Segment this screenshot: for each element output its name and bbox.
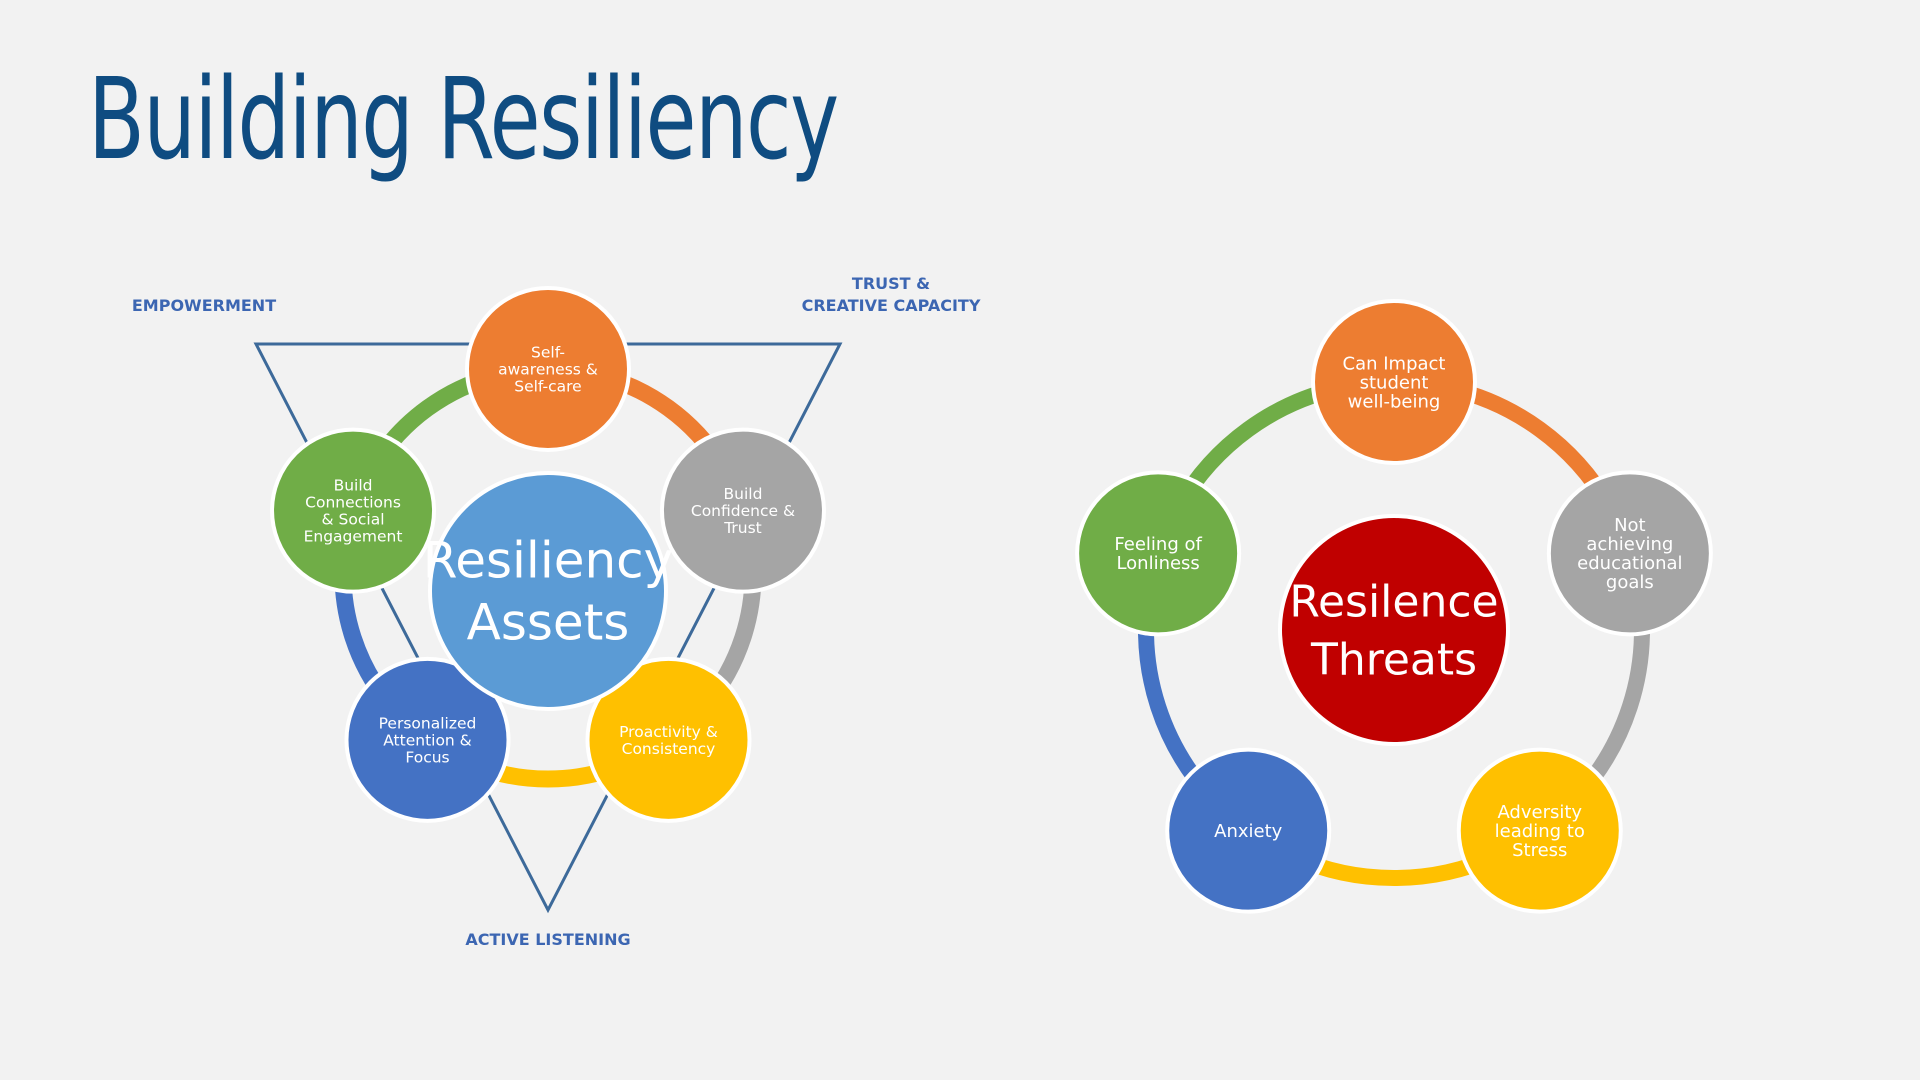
node-anxiety-circle (1165, 747, 1332, 914)
node-self-awareness-self-care-circle (465, 286, 631, 452)
node-build-connections-social-engagement-circle (270, 427, 437, 594)
node-self-awareness-self-care: Self-awareness &Self-care (465, 286, 631, 452)
label-trust-creative-capacity-line: TRUST & (852, 274, 930, 293)
node-feeling-of-lonliness-label-line: Lonliness (1116, 553, 1199, 574)
slide-title: Building Resiliency (88, 55, 839, 185)
node-build-confidence-trust-label-line: Trust (723, 519, 762, 537)
node-proactivity-consistency-circle (585, 656, 752, 823)
node-not-achieving-educational-goals-label-line: Not (1614, 515, 1646, 536)
resiliency-assets-center-label-line: Assets (467, 594, 630, 652)
node-proactivity-consistency: Proactivity &Consistency (585, 656, 752, 823)
node-proactivity-consistency-label-line: Proactivity & (619, 723, 718, 741)
resilence-threats-center-circle (1278, 514, 1510, 746)
resilence-threats-center-label-line: Threats (1310, 634, 1477, 685)
node-adversity-leading-to-stress-circle (1456, 747, 1623, 914)
node-not-achieving-educational-goals-label-line: achieving (1586, 534, 1673, 555)
label-empowerment: EMPOWERMENT (132, 296, 276, 315)
node-personalized-attention-focus-circle (344, 656, 511, 823)
node-adversity-leading-to-stress-label-line: Stress (1512, 840, 1567, 861)
node-self-awareness-self-care-label: Self-awareness &Self-care (498, 343, 598, 395)
node-self-awareness-self-care-label-line: awareness & (498, 360, 598, 378)
resiliency-assets-center-circle (428, 471, 668, 711)
node-build-connections-social-engagement-label-line: Engagement (304, 528, 403, 546)
node-build-connections-social-engagement-label-line: Connections (305, 494, 401, 512)
node-build-confidence-trust-label-line: Confidence & (691, 502, 795, 520)
node-anxiety-label-line: Anxiety (1214, 821, 1283, 842)
node-build-connections-social-engagement-label-line: & Social (322, 511, 385, 529)
label-trust-creative-capacity: TRUST & CREATIVE CAPACITY (802, 274, 981, 315)
node-build-connections-social-engagement-label-line: Build (334, 477, 373, 495)
node-can-impact-student-well-being-circle (1311, 299, 1477, 465)
node-personalized-attention-focus-label-line: Attention & (383, 731, 472, 749)
node-build-confidence-trust-circle (659, 427, 826, 594)
label-active-listening: ACTIVE LISTENING (465, 930, 630, 949)
node-not-achieving-educational-goals-label-line: goals (1606, 572, 1654, 593)
node-not-achieving-educational-goals-circle (1546, 470, 1713, 637)
label-trust-creative-capacity-line: CREATIVE CAPACITY (802, 296, 981, 315)
node-can-impact-student-well-being-label-line: well-being (1348, 391, 1441, 412)
node-personalized-attention-focus-label-line: Personalized (379, 714, 477, 732)
node-can-impact-student-well-being-label-line: student (1360, 372, 1429, 393)
node-proactivity-consistency-label-line: Consistency (622, 740, 716, 758)
node-build-confidence-trust-label-line: Build (724, 485, 763, 503)
node-feeling-of-lonliness-circle (1075, 470, 1242, 637)
node-proactivity-consistency-label: Proactivity &Consistency (619, 723, 718, 758)
node-personalized-attention-focus-label-line: Focus (405, 748, 449, 766)
resiliency-assets-center-label-line: Resiliency (423, 532, 674, 590)
node-anxiety: Anxiety (1165, 747, 1332, 914)
node-adversity-leading-to-stress-label-line: leading to (1495, 821, 1585, 842)
node-self-awareness-self-care-label-line: Self- (531, 343, 565, 361)
resilence-threats-center-label-line: Resilence (1289, 576, 1498, 627)
node-can-impact-student-well-being-label-line: Can Impact (1343, 353, 1446, 374)
node-feeling-of-lonliness-label-line: Feeling of (1114, 534, 1202, 555)
node-not-achieving-educational-goals-label-line: educational (1577, 553, 1682, 574)
node-anxiety-label: Anxiety (1214, 821, 1283, 842)
node-adversity-leading-to-stress-label-line: Adversity (1497, 802, 1582, 823)
node-self-awareness-self-care-label-line: Self-care (514, 377, 581, 395)
